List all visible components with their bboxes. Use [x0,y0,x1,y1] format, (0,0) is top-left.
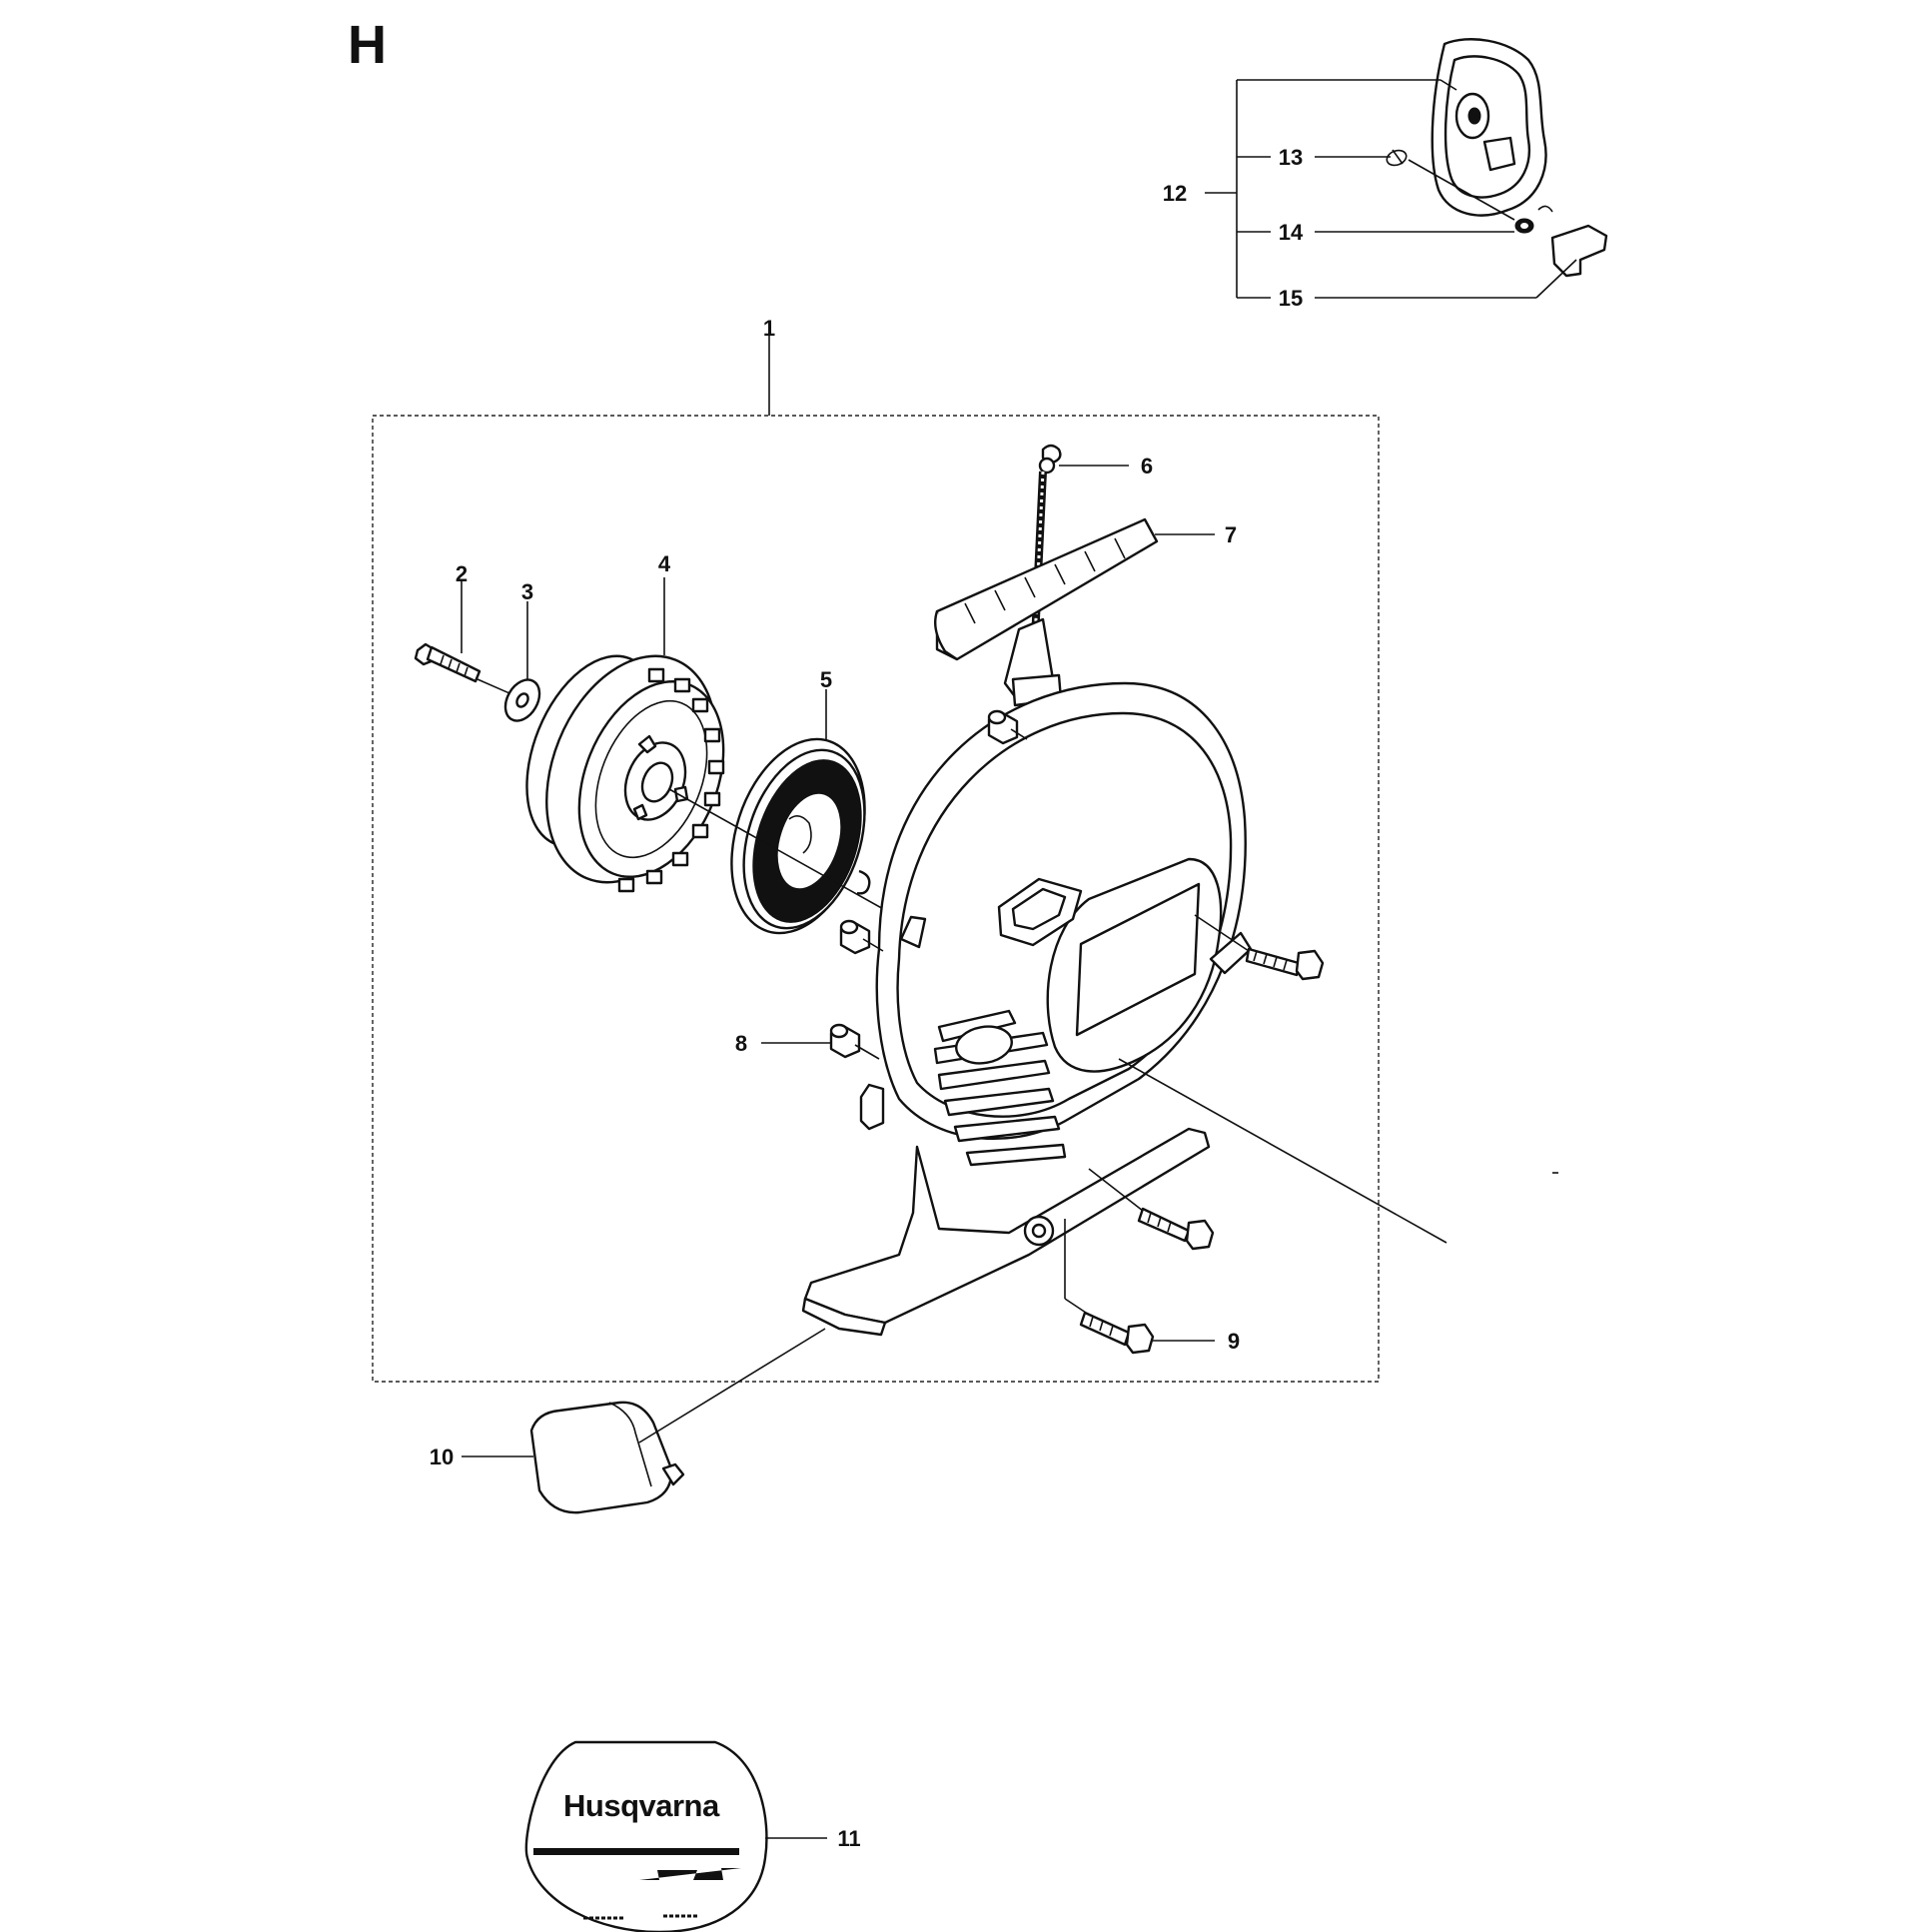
decal-part-11: Husqvarna [524,1740,768,1932]
rope-knot-part-6 [1038,444,1062,475]
axis-line-g [1088,1168,1144,1212]
axis-line-j [1118,1058,1448,1244]
axis-line-k [638,1328,826,1444]
decal-brand-text: Husqvarna [563,1788,720,1823]
callout-12: 12 [1163,181,1187,206]
callout-1: 1 [763,316,775,341]
axis-line-d [862,938,884,952]
axis-line-e [854,1044,880,1060]
callout-3: 3 [521,579,533,604]
starter-housing [801,681,1253,1337]
screw-part-9 [1079,1311,1155,1355]
bracket-12 [1205,79,1577,299]
clip-part-13 [1386,149,1408,167]
decal-rule [533,1848,739,1855]
callout-9: 9 [1228,1329,1240,1354]
callout-7: 7 [1225,522,1237,547]
decal-model-mark [639,1868,741,1880]
axis-line-l [1408,159,1515,221]
callout-13: 13 [1279,145,1303,170]
callout-11: 11 [837,1826,860,1851]
axis-line-c [1010,728,1028,740]
spring-part-5 [730,737,871,935]
axis-line-b [668,788,920,930]
bolt-part-2 [414,642,482,683]
axis-line-a [477,678,510,694]
callout-4: 4 [658,551,671,576]
bushing-middle [839,919,871,955]
callout-5: 5 [820,667,832,692]
cover-part-12 [1431,38,1547,217]
ring-part-14 [1514,218,1534,234]
pulley-teeth [617,667,725,893]
screw-right-upper [1245,947,1325,981]
callout-10: 10 [430,1445,454,1469]
bushing-part-8 [829,1023,861,1059]
screw-right-lower [1137,1207,1215,1251]
callout-8: 8 [735,1031,747,1056]
axis-line-f [1194,914,1250,952]
foot-cap-part-10 [529,1401,685,1514]
bushing-upper [987,709,1019,745]
callout-14: 14 [1279,220,1304,245]
callout-15: 15 [1279,286,1303,311]
axis-line-i [1064,1298,1090,1316]
lever-part-15 [1537,205,1608,278]
pulley-part-4 [525,654,725,893]
starter-handle-part-7 [934,517,1159,707]
washer-part-3 [503,678,541,722]
callout-6: 6 [1141,454,1153,479]
decal-small-marks [583,1914,697,1920]
callout-2: 2 [456,561,468,586]
section-letter: H [348,15,387,75]
